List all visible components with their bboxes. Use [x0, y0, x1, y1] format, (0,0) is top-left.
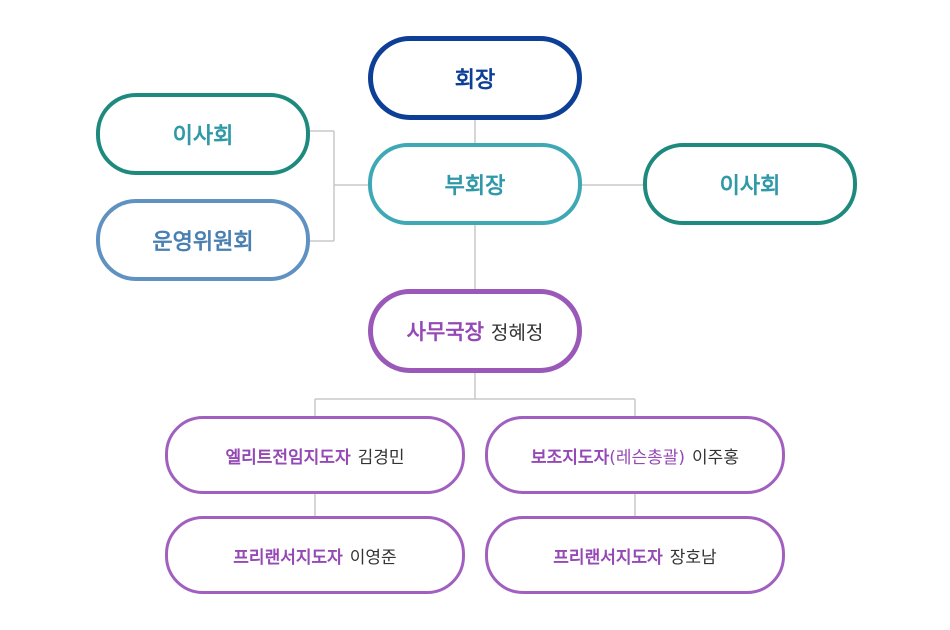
board-left-node: 이사회	[96, 93, 310, 175]
assistant-coach-name: 이주홍	[692, 447, 739, 468]
assistant-coach-node: 보조지도자(레슨총괄) 이주홍	[485, 416, 785, 494]
secretary-general-name: 정혜정	[490, 321, 544, 344]
vice-president-label: 부회장	[444, 174, 506, 199]
steering-committee-node: 운영위원회	[96, 199, 310, 281]
board-right-label: 이사회	[719, 174, 781, 199]
freelance-coach-left-node: 프리랜서지도자 이영준	[165, 516, 465, 594]
secretary-general-node: 사무국장 정혜정	[368, 289, 582, 373]
freelance-coach-left-name: 이영준	[349, 547, 397, 568]
vice-president-node: 부회장	[368, 143, 582, 225]
freelance-coach-left-role: 프리랜서지도자	[233, 547, 343, 568]
freelance-coach-right-node: 프리랜서지도자 장호남	[485, 516, 785, 594]
elite-coach-node: 엘리트전임지도자 김경민	[165, 416, 465, 494]
freelance-coach-right-role: 프리랜서지도자	[553, 547, 663, 568]
freelance-coach-right-name: 장호남	[669, 547, 717, 568]
president-node: 회장	[368, 36, 582, 120]
steering-committee-label: 운영위원회	[152, 230, 254, 255]
assistant-coach-role: 보조지도자	[531, 447, 610, 468]
elite-coach-role: 엘리트전임지도자	[225, 447, 351, 468]
elite-coach-name: 김경민	[357, 447, 405, 468]
secretary-general-role: 사무국장	[406, 320, 484, 344]
assistant-coach-role-note: (레슨총괄)	[609, 447, 686, 468]
president-label: 회장	[454, 68, 496, 93]
board-right-node: 이사회	[643, 143, 857, 225]
board-left-label: 이사회	[172, 124, 234, 149]
